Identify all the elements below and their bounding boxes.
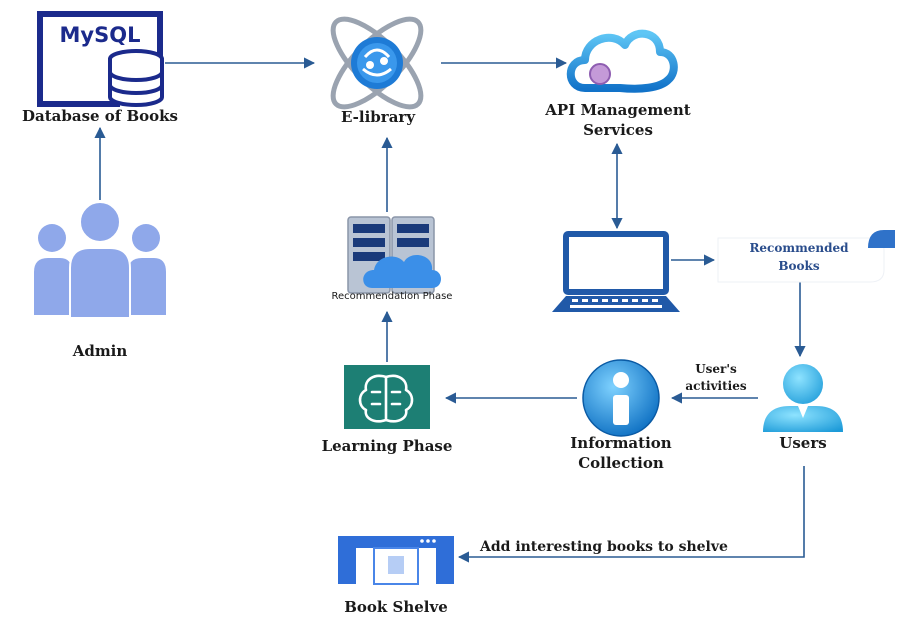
elibrary-label: E-library — [340, 108, 416, 126]
learning-phase-label: Learning Phase — [321, 437, 453, 455]
computer-icon — [552, 231, 680, 312]
users-icon — [763, 364, 843, 432]
arrow-users-to-shelve — [457, 466, 805, 563]
admin-label: Admin — [72, 342, 128, 360]
learning-phase-brain-icon — [344, 365, 430, 429]
user-activities-line1: User's — [695, 362, 737, 376]
admin-group-icon — [34, 201, 166, 319]
users-label: Users — [779, 434, 827, 452]
recommended-books-line2: Books — [778, 259, 820, 273]
book-shelve-icon — [338, 536, 454, 585]
recommended-books-line1: Recommended — [749, 241, 849, 255]
information-collection-line1: Information — [570, 434, 672, 452]
mysql-database-icon: MySQL — [37, 11, 164, 107]
book-shelve-label: Book Shelve — [344, 598, 448, 616]
connector-arrows — [94, 57, 806, 563]
database-label: Database of Books — [22, 107, 178, 125]
mysql-logo-text: MySQL — [60, 23, 141, 47]
recommendation-servers-icon — [347, 216, 441, 294]
e-library-icon — [330, 16, 424, 110]
information-collection-line2: Collection — [578, 454, 664, 472]
api-management-cloud-icon — [566, 29, 678, 93]
api-label-line2: Services — [583, 121, 653, 139]
api-label-line1: API Management — [545, 101, 691, 119]
add-books-label: Add interesting books to shelve — [480, 539, 728, 555]
information-collection-icon — [582, 359, 660, 437]
recommended-books-card — [717, 230, 895, 283]
user-activities-line2: activities — [685, 379, 747, 393]
recommendation-phase-label: Recommendation Phase — [331, 291, 453, 302]
